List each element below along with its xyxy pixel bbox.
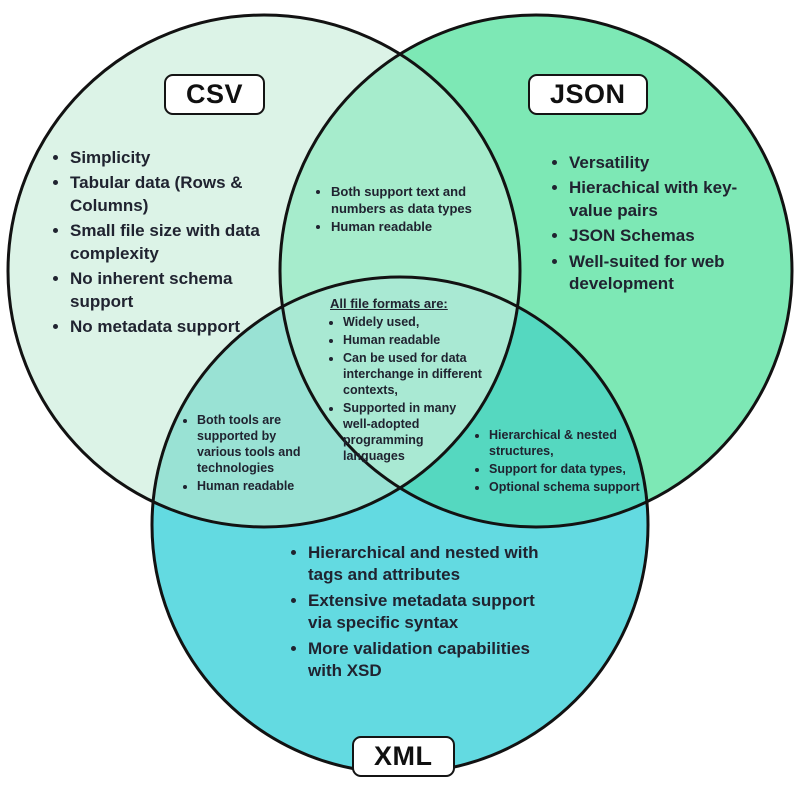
center-overlap-title: All file formats are: [330,296,448,311]
list-item: Hierarchical and nested with tags and at… [308,542,540,587]
list-item: Small file size with data complexity [70,220,272,265]
json-circle-outline [278,13,794,529]
center-overlap-block: All file formats are: Widely used, Human… [328,296,486,466]
xml-items-list: Hierarchical and nested with tags and at… [288,542,540,686]
list-item: Human readable [343,332,486,348]
json-items-list: Versatility Hierachical with key-value p… [549,152,777,299]
json-set-label: JSON [528,74,648,115]
list-item: Both support text and numbers as data ty… [331,184,488,217]
list-item: No inherent schema support [70,268,272,313]
list-item: Human readable [197,478,306,494]
list-item: Well-suited for web development [569,251,777,296]
csv-items-list: Simplicity Tabular data (Rows & Columns)… [50,147,272,342]
csv-xml-overlap-list: Both tools are supported by various tool… [182,412,306,496]
csv-set-label: CSV [164,74,266,115]
xml-set-label: XML [352,736,455,777]
list-item: Hierachical with key-value pairs [569,177,777,222]
list-item: Simplicity [70,147,272,169]
list-item: More validation capabilities with XSD [308,638,540,683]
json-xml-overlap-list: Hierarchical & nested structures, Suppor… [474,427,660,497]
list-item: Widely used, [343,314,486,330]
list-item: Hierarchical & nested structures, [489,427,660,459]
list-item: Support for data types, [489,461,660,477]
list-item: Supported in many well-adopted programmi… [343,400,486,464]
list-item: Tabular data (Rows & Columns) [70,172,272,217]
csv-circle-outline [6,13,522,529]
list-item: Optional schema support [489,479,660,495]
list-item: Extensive metadata support via specific … [308,590,540,635]
list-item: JSON Schemas [569,225,777,247]
list-item: Both tools are supported by various tool… [197,412,306,476]
list-item: Versatility [569,152,777,174]
center-overlap-list: Widely used, Human readable Can be used … [328,314,486,464]
list-item: Human readable [331,219,488,236]
list-item: No metadata support [70,316,272,338]
csv-json-overlap-list: Both support text and numbers as data ty… [316,184,488,238]
list-item: Can be used for data interchange in diff… [343,350,486,398]
